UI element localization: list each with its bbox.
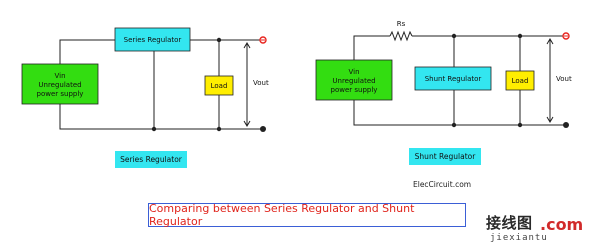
- series-wire-top-left: [59, 39, 115, 64]
- series-regulator-box: [114, 27, 191, 52]
- shunt-caption: Shunt Regulator: [409, 148, 481, 165]
- series-source-box: [21, 63, 99, 105]
- shunt-vout-label: Vout: [556, 75, 572, 83]
- series-caption: Series Regulator: [115, 151, 187, 168]
- shunt-junction-load-bottom: [517, 122, 523, 128]
- series-load-label: Load: [211, 82, 228, 90]
- shunt-regulator-box: [414, 66, 492, 91]
- series-source-line-1: Vin: [54, 72, 65, 80]
- shunt-junction-reg-top: [451, 33, 457, 39]
- series-negative-terminal: [260, 126, 266, 132]
- shunt-negative-terminal: [563, 122, 569, 128]
- shunt-source-line-3: power supply: [331, 86, 378, 94]
- shunt-source-box: [315, 59, 393, 101]
- site-label: ElecCircuit.com: [413, 180, 472, 189]
- watermark-brand-cn: 接线图: [486, 214, 533, 232]
- shunt-vout-arrow-head-top: [546, 38, 554, 45]
- shunt-source-line-1: Vin: [348, 68, 359, 76]
- shunt-load-label: Load: [512, 77, 529, 85]
- series-vout-label: Vout: [253, 79, 269, 87]
- watermark-brand-sub: jiexiantu: [490, 233, 548, 243]
- series-junction-ground: [151, 126, 157, 132]
- shunt-wire-top-left: [353, 35, 390, 60]
- shunt-vout-arrow-head-bottom: [546, 116, 554, 123]
- series-wire-bottom: [59, 104, 261, 130]
- shunt-wire-bottom: [353, 100, 564, 126]
- shunt-resistor-label: Rs: [397, 20, 406, 28]
- shunt-junction-reg-bottom: [451, 122, 457, 128]
- series-junction-load-top: [216, 37, 222, 43]
- shunt-resistor-rs: [389, 30, 413, 42]
- series-source-line-3: power supply: [37, 90, 84, 98]
- shunt-junction-load-top: [517, 33, 523, 39]
- series-junction-load-bottom: [216, 126, 222, 132]
- series-circuit: [59, 39, 261, 130]
- shunt-regulator-label: Shunt Regulator: [425, 75, 482, 83]
- shunt-source-line-2: Unregulated: [332, 77, 375, 85]
- series-vout-arrow-head-bottom: [243, 120, 251, 127]
- banner-title: Comparing between Series Regulator and S…: [148, 202, 466, 228]
- series-vout-arrow-head-top: [243, 42, 251, 49]
- series-load-box: [204, 75, 234, 96]
- watermark-brand-com: .com: [540, 215, 584, 234]
- shunt-load-box: [505, 70, 535, 91]
- shunt-circuit: [353, 30, 564, 126]
- series-source-line-2: Unregulated: [38, 81, 81, 89]
- series-regulator-label: Series Regulator: [124, 36, 182, 44]
